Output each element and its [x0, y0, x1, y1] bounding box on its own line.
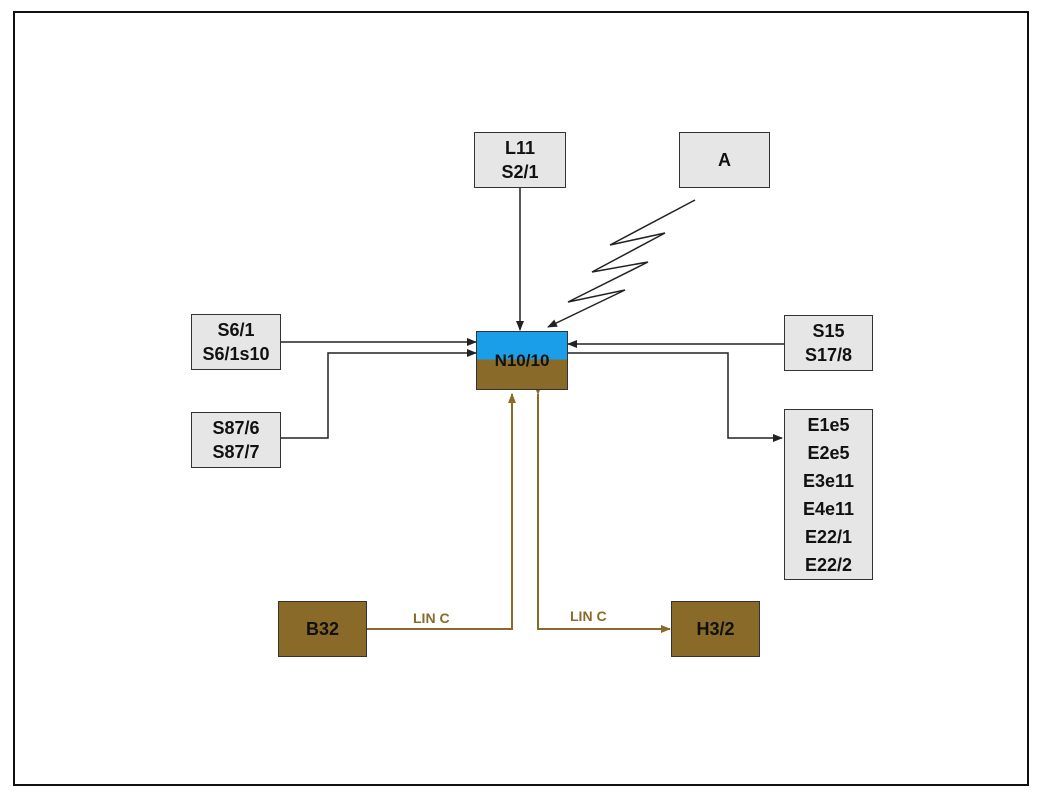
component-left-top: S6/1 S6/1s10: [191, 314, 281, 370]
line-left-bottom-to-module: [281, 349, 477, 439]
output-item: E1e5: [807, 414, 850, 435]
lin-bus-left: [367, 393, 516, 630]
diagram-frame: [13, 11, 1029, 786]
component-right-top: S15 S17/8: [784, 315, 873, 371]
component-left-bottom-line1: S87/6: [212, 418, 260, 438]
component-top-line1: L11: [504, 138, 536, 158]
component-outputs: E1e5 E2e5 E3e11 E4e11 E22/1 E22/2: [784, 409, 873, 580]
component-right-top-line1: S15: [812, 321, 845, 341]
component-right-top-line2: S17/8: [804, 345, 853, 365]
lin-bus-right: [534, 385, 671, 633]
component-left-top-line1: S6/1: [217, 320, 255, 340]
output-item: E22/2: [804, 554, 853, 575]
antenna-signal: [547, 199, 696, 328]
component-left-top-line2: S6/1s10: [202, 344, 270, 364]
component-antenna: A: [679, 132, 770, 188]
component-top-line2: S2/1: [501, 162, 539, 182]
line-module-to-outputs: [568, 352, 783, 442]
component-bottom-right: H3/2: [671, 601, 760, 657]
component-left-bottom-line2: S87/7: [212, 442, 260, 462]
output-item: E3e11: [802, 470, 855, 491]
lin-bus-left-label: LIN C: [413, 610, 450, 626]
component-left-bottom: S87/6 S87/7: [191, 412, 281, 468]
component-bottom-left: B32: [278, 601, 367, 657]
component-antenna-label: A: [718, 150, 731, 170]
central-module: N10/10: [476, 331, 568, 390]
central-module-label: N10/10: [494, 350, 550, 370]
output-item: E22/1: [804, 526, 853, 547]
output-item: E4e11: [802, 498, 855, 519]
component-top: L11 S2/1: [474, 132, 566, 188]
component-bottom-left-label: B32: [305, 618, 340, 639]
lin-bus-right-label: LIN C: [570, 608, 607, 624]
component-bottom-right-label: H3/2: [696, 618, 735, 639]
output-item: E2e5: [807, 442, 850, 463]
